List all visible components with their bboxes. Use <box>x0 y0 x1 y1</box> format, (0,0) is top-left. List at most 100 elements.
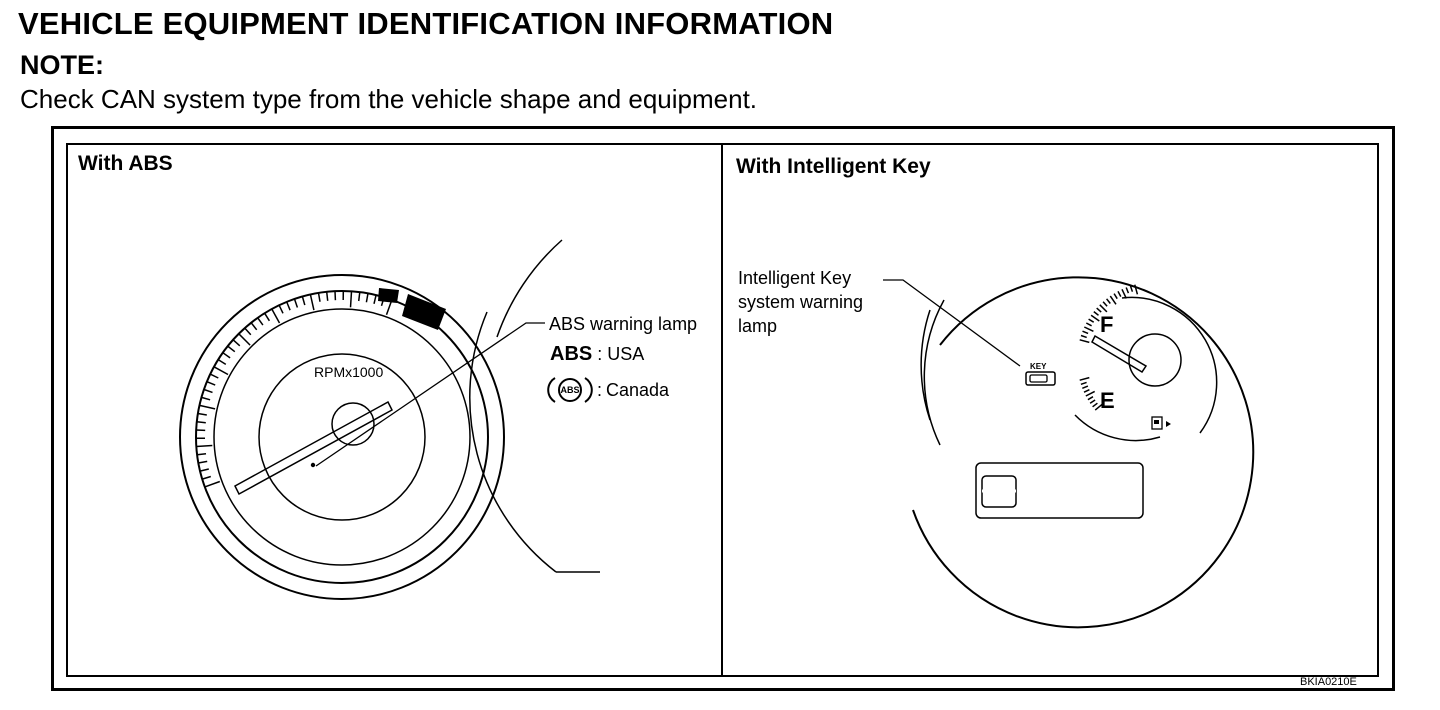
gauge-tick <box>1085 322 1092 327</box>
gauge-tick <box>209 373 219 379</box>
gauge-tick <box>1094 403 1104 411</box>
gauge-tick <box>201 396 211 401</box>
gauge-tick <box>1082 330 1089 335</box>
gauge-tick <box>263 312 271 322</box>
gauge-tick <box>244 327 252 336</box>
gauge-tick <box>1080 381 1087 386</box>
gauge-tick <box>271 308 281 324</box>
gauge-tick <box>1083 389 1090 393</box>
gauge-tick <box>199 404 216 410</box>
gauge-tick <box>204 480 221 488</box>
abs-usa-row: ABS : USA <box>550 342 644 366</box>
panel-divider <box>721 143 723 677</box>
gauge-tick <box>1079 339 1090 344</box>
gauge-tick <box>1099 304 1108 313</box>
gauge-tick <box>196 420 206 424</box>
gauge-tick <box>1129 285 1134 292</box>
gauge-tick <box>1102 301 1108 307</box>
key-callout-line-3: lamp <box>738 316 778 336</box>
gauge-tick <box>232 339 241 347</box>
key-callout-text: Intelligent Key system warning lamp <box>738 266 863 338</box>
gauge-tick <box>1121 288 1127 299</box>
fuel-pump-icon <box>1151 416 1163 430</box>
reference-code: BKIA0210E <box>1300 676 1357 688</box>
gauge-tick <box>250 322 258 331</box>
gauge-tick <box>325 291 329 301</box>
key-warning-lamp <box>1025 371 1056 386</box>
gauge-tick <box>373 294 377 304</box>
redzone-block-1 <box>378 288 399 303</box>
key-callout-line-1: Intelligent Key <box>738 268 852 288</box>
note-text: Check CAN system type from the vehicle s… <box>20 84 758 114</box>
tachometer-gauge <box>179 274 505 600</box>
gauge-tick <box>1113 293 1118 300</box>
gauge-tick <box>1106 298 1111 304</box>
gauge-tick <box>257 317 264 326</box>
gauge-tick <box>206 381 216 386</box>
odometer-display <box>975 462 1144 519</box>
tachometer-label: RPMx1000 <box>314 364 383 380</box>
gauge-tick <box>1079 376 1090 381</box>
abs-usa-separator: : <box>597 344 603 364</box>
fuel-gauge <box>1074 284 1218 442</box>
gauge-tick <box>309 294 315 311</box>
note-label: NOTE: <box>20 50 104 80</box>
gauge-tick <box>1093 311 1099 316</box>
gauge-tick <box>198 460 208 464</box>
gauge-tick <box>1087 396 1094 401</box>
gauge-tick <box>1083 326 1094 332</box>
gauge-tick <box>301 296 306 306</box>
gauge-tick <box>357 292 361 302</box>
gauge-tick <box>1089 399 1096 404</box>
gauge-tick <box>278 304 284 314</box>
gauge-tick <box>197 452 207 456</box>
key-leader-line <box>883 279 1021 367</box>
abs-callout-text: ABS warning lamp <box>549 314 698 334</box>
gauge-tick <box>1117 290 1122 297</box>
gauge-tick <box>222 352 231 359</box>
abs-canada-icon: ABS <box>547 376 593 404</box>
figure-outer-frame <box>51 126 1395 691</box>
fuel-ticks <box>1079 284 1139 411</box>
abs-usa-symbol: ABS <box>550 343 593 365</box>
gauge-tick <box>1088 318 1095 323</box>
gauge-tick <box>199 468 209 472</box>
gauge-tick <box>1085 390 1096 397</box>
abs-usa-region: USA <box>607 344 645 364</box>
fuel-full-label: F <box>1100 312 1113 337</box>
gauge-tick <box>196 444 213 448</box>
gauge-tick <box>238 333 251 346</box>
gauge-tick <box>1096 307 1102 313</box>
gauge-tick <box>1134 284 1139 295</box>
page-heading: VEHICLE EQUIPMENT IDENTIFICATION INFORMA… <box>18 6 834 41</box>
speedometer-arc <box>469 239 600 573</box>
gauge-tick <box>197 412 207 416</box>
gauge-tick <box>1109 295 1117 305</box>
gauge-tick <box>1125 287 1130 294</box>
panel-title-abs: With ABS <box>78 152 173 175</box>
needle-hub <box>331 402 375 446</box>
gauge-tick <box>1082 385 1089 389</box>
gauge-tick <box>217 358 227 366</box>
abs-canada-region: Canada <box>606 380 670 400</box>
panel-title-intelligent-key: With Intelligent Key <box>736 155 931 178</box>
gauge-tick <box>286 301 291 311</box>
abs-leader-line <box>315 322 545 467</box>
fuel-empty-label: E <box>1100 388 1115 413</box>
gauge-tick <box>201 475 212 480</box>
gauge-tick <box>365 293 369 303</box>
abs-canada-separator: : <box>597 380 603 400</box>
gauge-tick <box>317 292 321 302</box>
key-callout-line-2: system warning <box>738 292 864 312</box>
abs-canada-row: ABS : Canada <box>547 376 669 404</box>
gauge-tick <box>349 291 353 308</box>
tachometer-needle <box>234 400 393 496</box>
gauge-tick <box>1092 402 1098 408</box>
gauge-tick <box>1080 334 1087 339</box>
gauge-tick <box>227 345 236 353</box>
gauge-tick <box>1090 314 1100 322</box>
key-lamp-text: KEY <box>1030 362 1047 371</box>
fuel-needle <box>1091 334 1148 374</box>
redzone-block-2 <box>402 294 446 330</box>
